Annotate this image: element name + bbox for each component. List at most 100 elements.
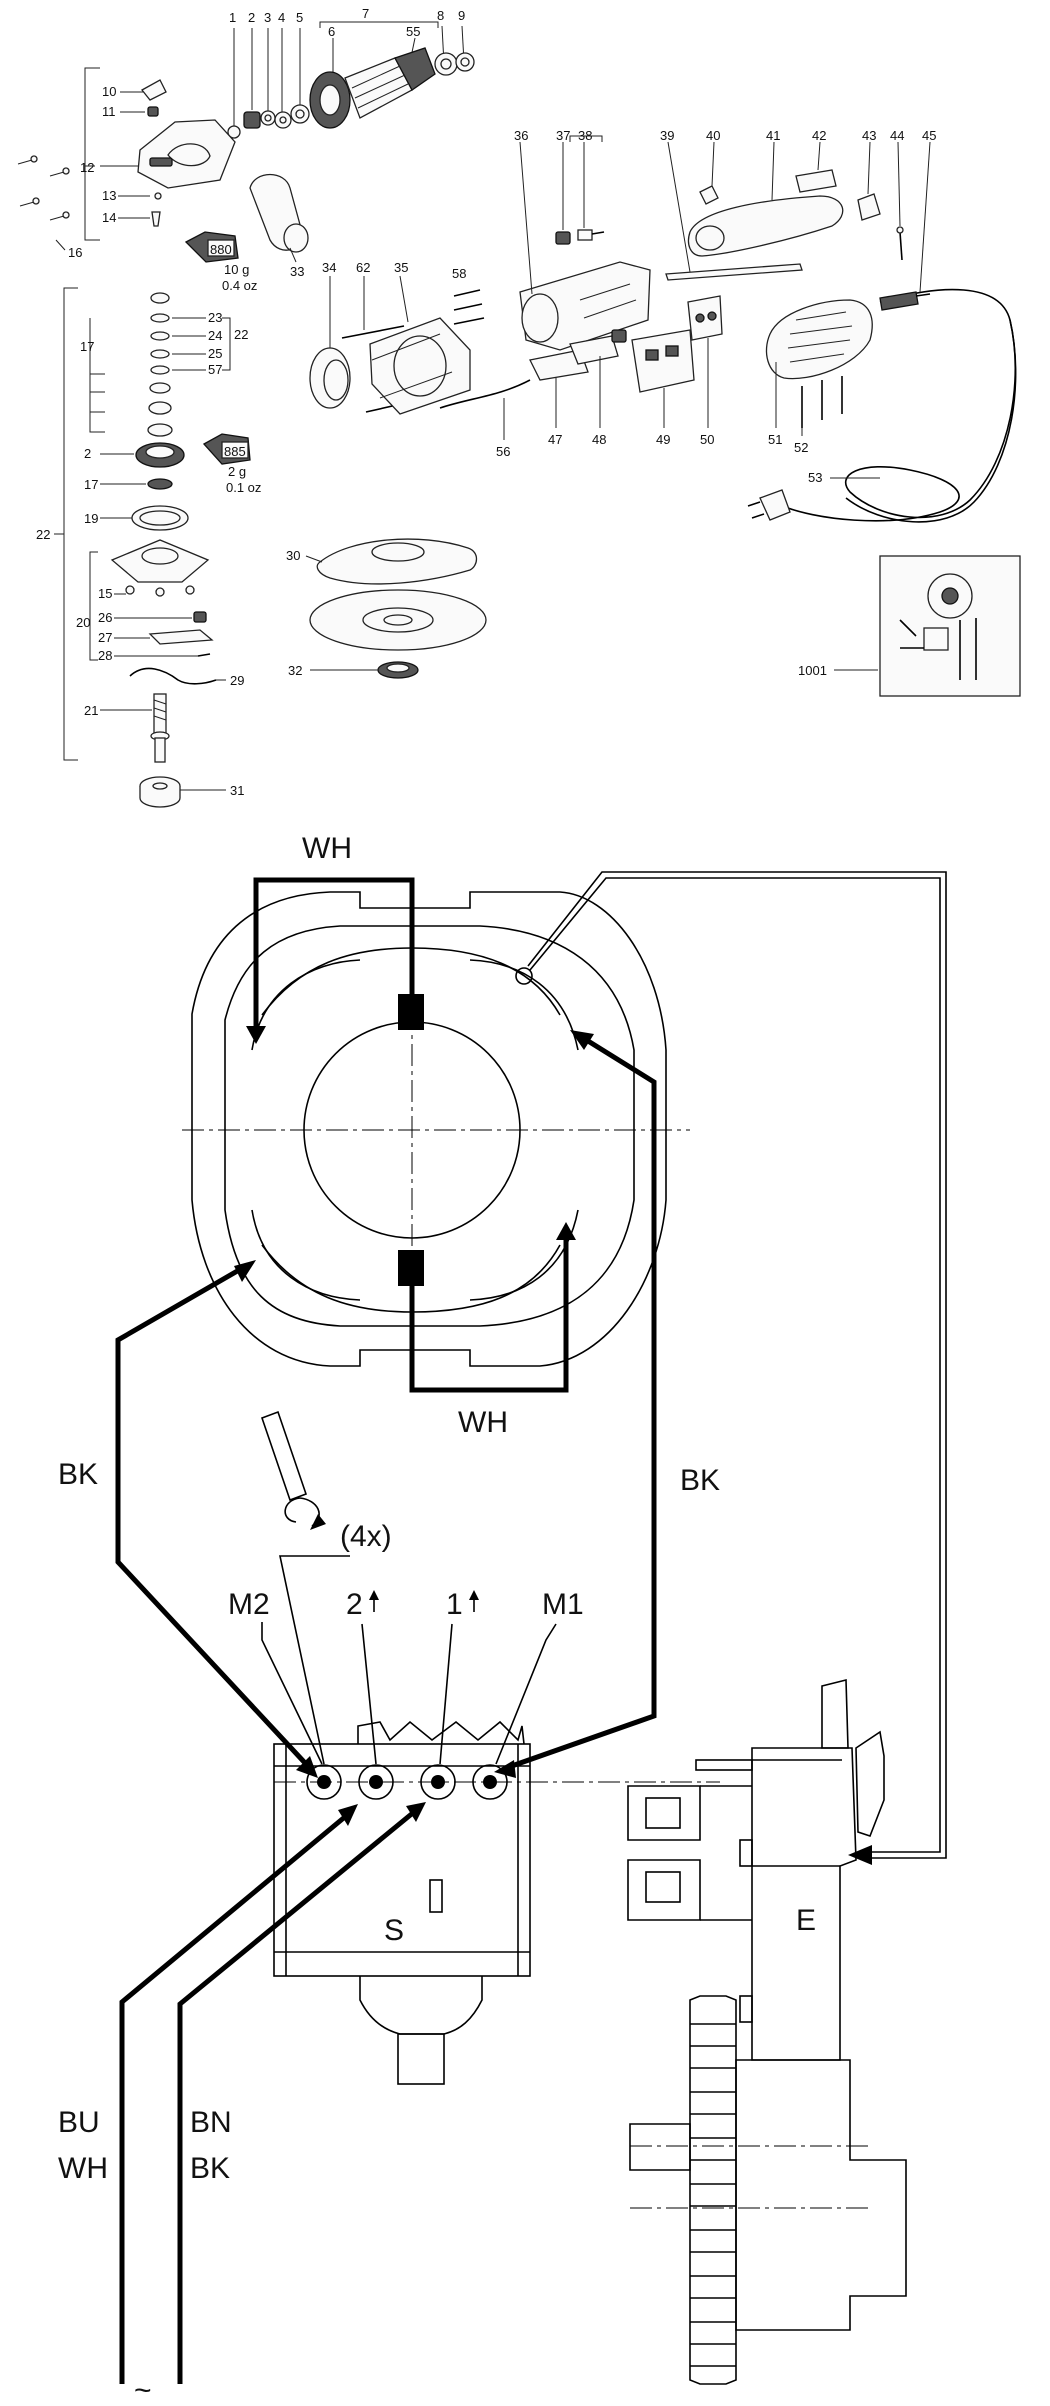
fan-baffle-part <box>309 347 351 409</box>
gear-wheel-part <box>135 442 185 468</box>
bearing-flange-part <box>110 539 210 583</box>
label-p30: 30 <box>286 548 300 563</box>
label-terminal-2: 2 <box>346 1588 363 1621</box>
bearing-part-17 <box>147 478 173 490</box>
side-handle-part: 33 <box>249 174 309 279</box>
label-p44: 44 <box>890 128 904 143</box>
label-p39: 39 <box>660 128 674 143</box>
label-p8: 8 <box>437 8 444 23</box>
label-p31: 31 <box>230 783 244 798</box>
spindle-part <box>150 693 170 763</box>
brush-holder-part <box>555 231 571 245</box>
label-p7: 7 <box>362 6 369 21</box>
clamping-nut-part <box>377 661 419 679</box>
label-p4: 4 <box>278 10 285 25</box>
label-p40: 40 <box>706 128 720 143</box>
grease-880-label: 880 <box>210 242 232 257</box>
label-p14: 14 <box>102 210 116 225</box>
screw-count-label: (4x) <box>340 1520 392 1553</box>
wire-bk-left <box>115 1263 308 1766</box>
spindle-lock-button-part <box>141 79 167 101</box>
motor-housing-group: 36 37 38 47 48 <box>514 128 651 447</box>
switch-block: S <box>273 1720 720 2085</box>
label-p25: 25 <box>208 346 222 361</box>
wire-supply-bu-wh <box>119 1814 348 2384</box>
label-p32: 32 <box>288 663 302 678</box>
label-p56: 56 <box>496 444 510 459</box>
label-p51: 51 <box>768 432 782 447</box>
label-p3: 3 <box>264 10 271 25</box>
spring-part <box>147 106 159 117</box>
label-p6: 6 <box>328 24 335 39</box>
label-p1: 1 <box>229 10 236 25</box>
label-terminal-m2: M2 <box>228 1588 270 1621</box>
arrow-up-icon <box>369 1590 379 1600</box>
label-p27: 27 <box>98 630 112 645</box>
top-cover-part <box>687 195 844 257</box>
label-p36: 36 <box>514 128 528 143</box>
electronics-label: E <box>796 1904 816 1937</box>
label-p53: 53 <box>808 470 822 485</box>
cable-clamp-part <box>857 193 881 221</box>
grease-885-label: 885 <box>224 444 246 459</box>
label-p13: 13 <box>102 188 116 203</box>
label-p15: 15 <box>98 586 112 601</box>
label-p33: 33 <box>290 264 304 279</box>
label-p19: 19 <box>84 511 98 526</box>
label-terminal-1: 1 <box>446 1588 463 1621</box>
label-p2: 2 <box>248 10 255 25</box>
electronics-module-part <box>631 329 695 393</box>
label-p55: 55 <box>406 24 420 39</box>
insulation-sheet-part-48 <box>569 335 619 365</box>
label-p26: 26 <box>98 610 112 625</box>
label-p57: 57 <box>208 362 222 377</box>
label-p28: 28 <box>98 648 112 663</box>
power-cord-part <box>779 288 1017 522</box>
label-p17a: 17 <box>80 339 94 354</box>
label-supply-wh: WH <box>58 2152 108 2185</box>
wire-wh-top <box>253 877 415 1032</box>
label-p41: 41 <box>766 128 780 143</box>
power-cord-group: 45 53 <box>747 128 1017 523</box>
label-p2b: 2 <box>84 446 91 461</box>
label-p21: 21 <box>84 703 98 718</box>
ac-symbol: ~ <box>134 2374 152 2406</box>
label-p20: 20 <box>76 615 90 630</box>
screwdriver-icon <box>260 1410 326 1530</box>
electronics-module: E <box>627 1678 885 2061</box>
mains-plug-part <box>747 489 791 521</box>
carbon-brush-part <box>577 229 593 241</box>
washer-stack-part <box>147 292 173 437</box>
label-p23: 23 <box>208 310 222 325</box>
switch-part-50 <box>687 295 723 341</box>
label-p50: 50 <box>700 432 714 447</box>
label-p48: 48 <box>592 432 606 447</box>
grease-885-weight-g: 2 g <box>228 464 246 479</box>
arrow-up-icon <box>469 1590 479 1600</box>
grinding-disc-part <box>309 589 487 651</box>
stator-part <box>369 317 471 415</box>
pin-part <box>151 211 161 227</box>
rear-housing-part <box>765 299 873 380</box>
label-p22b: 22 <box>234 327 248 342</box>
label-wire-wh-bottom: WH <box>458 1406 508 1439</box>
label-wire-bk-left: BK <box>58 1458 98 1491</box>
motor-group: 34 62 35 58 56 <box>309 260 531 459</box>
wire-bk-right <box>505 1033 657 1771</box>
label-p22a: 22 <box>36 527 50 542</box>
gear-head-group: 10 11 12 13 14 16 <box>17 67 236 260</box>
label-p16: 16 <box>68 245 82 260</box>
cable-part-56 <box>439 379 531 409</box>
grease-tube-880: 880 10 g 0.4 oz <box>184 231 257 293</box>
screw-part-44 <box>899 231 903 261</box>
label-p38: 38 <box>578 128 592 143</box>
label-p37: 37 <box>556 128 570 143</box>
label-p58: 58 <box>452 266 466 281</box>
spindle-column: 22 17 23 24 25 57 <box>36 287 261 808</box>
screws-part <box>17 155 70 221</box>
label-terminal-m1: M1 <box>542 1588 584 1621</box>
label-p12: 12 <box>80 160 94 175</box>
exploded-parts-view: 1 2 3 4 5 7 6 55 8 9 <box>17 6 1021 808</box>
speed-dial <box>629 1995 907 2385</box>
